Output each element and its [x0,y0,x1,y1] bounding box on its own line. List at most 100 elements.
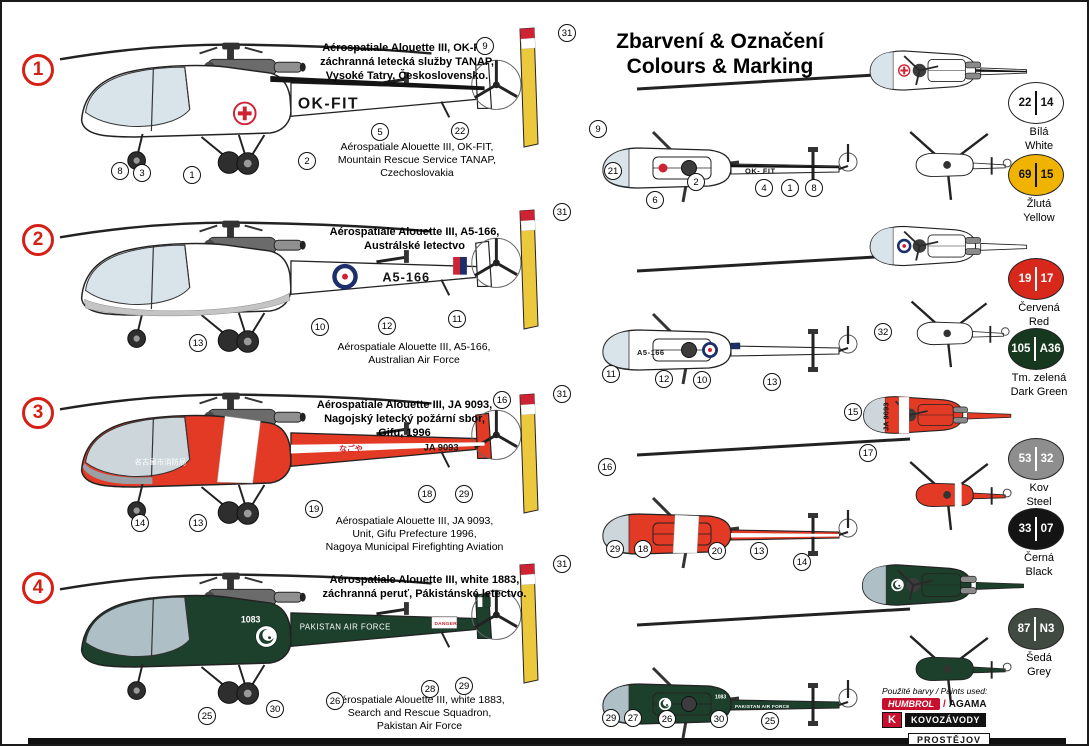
scheme-3-plan-view: JA 9093 [862,395,1012,435]
callout-14: 14 [793,553,811,571]
scheme-4-top-view: 1083 PAKISTAN AIR FORCE [518,562,912,740]
callout-29: 29 [606,540,624,558]
paint-code-b: 14 [1040,97,1054,109]
callout-9: 9 [476,37,494,55]
swatch-divider [1034,337,1036,361]
scheme-3-registration-plan: JA 9093 [881,403,890,431]
bottom-edge-bar [28,738,1066,744]
pakistan-fin-flash [477,597,483,608]
callout-30: 30 [710,710,728,728]
pakistan-roundel [255,625,278,648]
callout-31: 31 [553,203,571,221]
callout-15: 15 [844,403,862,421]
scheme-1-number: 1 [22,54,54,86]
callout-12: 12 [655,370,673,388]
helicopter-top-drawing [518,208,912,386]
paint-code-b: 15 [1040,169,1054,181]
callout-26: 26 [326,692,344,710]
raaf-roundel [332,263,358,290]
agama-logo: AGAMA [948,698,987,710]
callout-31: 31 [553,555,571,573]
scheme-3-caption-en: Aérospatiale Alouette III, JA 9093, Unit… [325,515,504,554]
callout-9: 9 [589,120,607,138]
scheme-1-registration: OK-FIT [298,95,359,112]
scheme-4-caption-en: Aérospatiale Alouette III, white 1883, S… [334,694,505,733]
scheme-4-side-view: DANGER 1083 PAKISTAN AIR FORCE [58,571,523,706]
scheme-2-caption-en: Aérospatiale Alouette III, A5-166, Austr… [337,341,491,367]
swatch-divider [1035,447,1037,471]
callout-11: 11 [602,365,620,383]
paint-swatch-dark-green: 105 A36 [1008,328,1064,370]
scheme-4-caption-cz: Aérospatiale Alouette III, white 1883, z… [322,574,527,600]
paint-code-a: 87 [1017,623,1031,635]
scheme-2-side-markings: A5-166 [84,256,467,317]
callout-13: 13 [189,334,207,352]
scheme-1-side-markings: OK-FIT [232,76,485,126]
scheme-4-serial: 1083 [241,615,261,625]
callout-31: 31 [558,24,576,42]
kp-logo-k: K [882,712,902,728]
callout-5: 5 [371,123,389,141]
scheme-1-top-markings: OK- FIT [658,163,839,176]
scheme-2-registration: A5-166 [382,270,430,285]
scheme-1-caption-en: Aérospatiale Alouette III, OK-FIT, Mount… [337,141,497,180]
callout-2: 2 [687,173,705,191]
scheme-1-registration-top: OK- FIT [745,167,776,176]
callout-18: 18 [418,485,436,503]
scheme-1-top-view: OK- FIT [518,26,912,204]
callout-1: 1 [183,166,201,184]
callout-19: 19 [305,500,323,518]
scheme-3-top-markings [672,514,839,554]
callout-26: 26 [658,710,676,728]
fin-flash [453,256,460,275]
paint-code-b: A36 [1039,343,1061,355]
callout-13: 13 [763,373,781,391]
swatch-divider [1035,91,1037,115]
callout-30: 30 [266,700,284,718]
callout-13: 13 [750,542,768,560]
callout-11: 11 [448,310,466,328]
title-en: Colours & Marking [626,54,814,78]
kovozavody-logo: KOVOZÁVODY [904,713,986,727]
danger-text: DANGER [434,621,457,627]
callout-25: 25 [198,707,216,725]
callout-17: 17 [859,444,877,462]
callout-4: 4 [755,179,773,197]
scheme-2-plan-view [869,225,1028,267]
paint-code-b: 07 [1040,523,1054,535]
callout-16: 16 [493,391,511,409]
scheme-3-cabin-text: 名古屋市消防局 [135,457,187,466]
scheme-2-number: 2 [22,224,54,256]
paint-code-a: 105 [1011,343,1031,355]
callout-25: 25 [761,712,779,730]
callout-27: 27 [624,709,642,727]
helicopter-top-drawing [518,26,912,204]
scheme-3-caption-cz: Aérospatiale Alouette III, JA 9093, Nago… [316,399,493,439]
scheme-3-side-view: 名古屋市消防局 なごや JA 9093 [58,391,523,526]
callout-1: 1 [781,179,799,197]
swatch-divider [1035,517,1037,541]
callout-6: 6 [646,191,664,209]
scheme-3-number: 3 [22,397,54,429]
scheme-2-registration-top: A5-166 [637,348,665,357]
callout-2: 2 [298,152,316,170]
page-title: Zbarvení & Označení Colours & Marking [590,30,850,80]
callout-8: 8 [805,179,823,197]
scheme-3-mini-top-view [909,460,1013,532]
scheme-4-force-title: PAKISTAN AIR FORCE [300,623,391,632]
helicopter-plan-drawing [869,225,1028,267]
callout-10: 10 [693,371,711,389]
scheme-4-force-title-top: PAKISTAN AIR FORCE [735,704,790,709]
scheme-4-serial-top: 1083 [715,695,726,701]
scheme-1-caption-cz: Aérospatiale Alouette III, OK-FIT, záchr… [320,42,494,82]
scheme-3-side-markings: 名古屋市消防局 なごや JA 9093 [82,415,485,485]
callout-16: 16 [598,458,616,476]
